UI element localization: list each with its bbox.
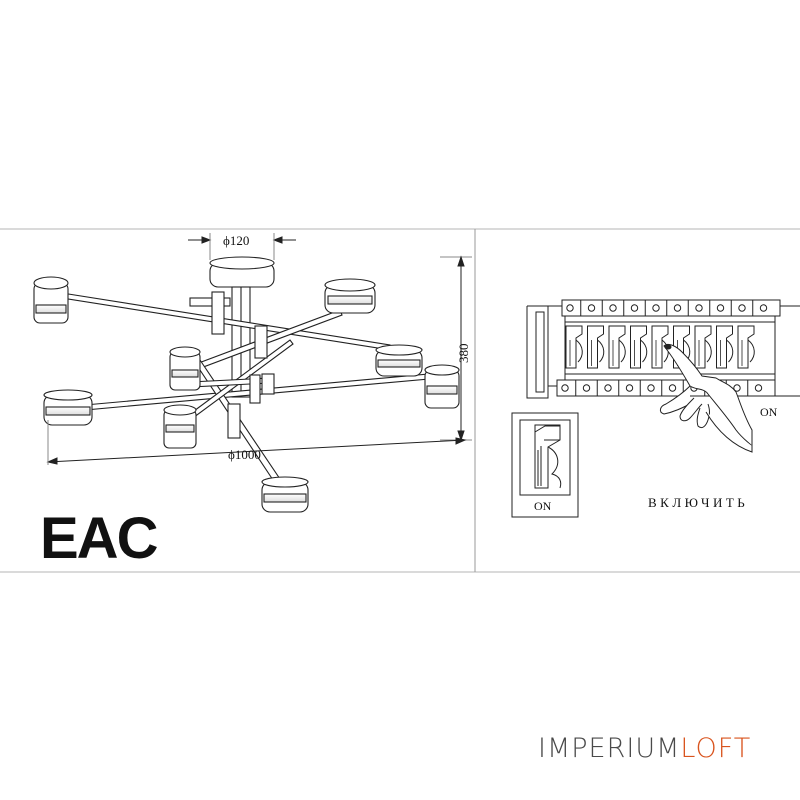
span-diameter-label: ϕ1000 — [228, 447, 261, 462]
lamp-head-3 — [169, 346, 201, 391]
terminal-screw-bottom — [582, 384, 591, 392]
terminal-screw-top — [673, 304, 682, 312]
lamp-heads — [33, 276, 460, 513]
terminal-screw-bottom — [668, 384, 677, 392]
breaker-toggle-curve — [597, 339, 605, 363]
panel-frame — [0, 228, 800, 573]
breaker-toggle-curve — [575, 339, 583, 363]
breaker-toggle-curve — [726, 339, 734, 363]
turn-on-instruction: ВКЛЮЧИТЬ — [648, 495, 748, 510]
eac-certification-mark: EAC — [40, 506, 158, 571]
lamp-head-7 — [163, 404, 197, 449]
terminal-screw-bottom — [625, 384, 634, 392]
lamp-head-1 — [33, 276, 69, 324]
terminal-screw-top — [652, 304, 660, 312]
terminal-screw-bottom — [561, 384, 569, 392]
lamp-head-6 — [43, 389, 93, 426]
dimension-span — [46, 420, 467, 465]
switch-closeup-icon — [511, 412, 579, 518]
brand-logo: IMPERIUMLOFT — [538, 733, 751, 764]
terminal-screw-top — [695, 304, 703, 312]
terminal-screw-top — [759, 304, 768, 312]
terminal-screw-top — [609, 304, 617, 312]
terminal-screw-top — [587, 304, 596, 312]
breaker-toggle-curve — [618, 339, 626, 363]
breaker-toggle-curve — [747, 339, 755, 363]
dimension-canopy — [188, 233, 296, 260]
lamp-head-8 — [261, 476, 309, 513]
terminal-screw-bottom — [754, 384, 763, 392]
lamp-head-4 — [375, 344, 423, 377]
canopy — [209, 256, 275, 398]
breaker-modules — [561, 300, 768, 396]
terminal-screw-bottom — [647, 384, 655, 392]
chandelier-drawing — [33, 256, 460, 513]
terminal-screw-top — [630, 304, 639, 312]
terminal-screw-top — [738, 304, 746, 312]
terminal-screw-bottom — [733, 384, 741, 392]
height-label: 380 — [456, 344, 471, 364]
breaker-on-label: ON — [760, 405, 778, 419]
lamp-head-2 — [324, 278, 376, 314]
switch-on-label: ON — [534, 499, 552, 513]
breaker-toggle-curve — [704, 339, 712, 363]
terminal-screw-bottom — [604, 384, 612, 392]
lamp-head-5 — [424, 364, 460, 409]
brand-logo-part2: LOFT — [680, 733, 752, 764]
hand-icon — [659, 343, 753, 453]
terminal-screw-top — [566, 304, 574, 312]
canopy-diameter-label: ϕ120 — [223, 233, 249, 248]
breaker-toggle-curve — [640, 339, 648, 363]
brand-logo-part1: IMPERIUM — [538, 733, 681, 764]
terminal-screw-top — [716, 304, 725, 312]
dimension-height — [440, 255, 472, 442]
